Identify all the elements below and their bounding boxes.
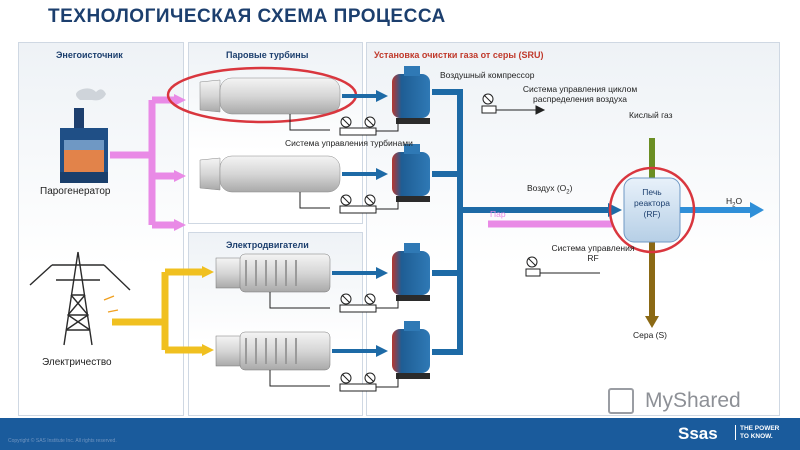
electricity-label: Электричество [42,357,112,368]
air-o2-close: ) [569,183,573,193]
h2o-o: O [735,196,743,206]
energy-panel-title: Энегоисточник [56,50,123,60]
steam-generator-label: Парогенератор [40,186,111,197]
motor-control-valves [269,292,399,392]
steam-pipes [110,96,176,229]
furnace-label: Печь реактора (RF) [634,187,670,219]
steam-arrowheads [174,94,186,231]
air-o2-label: Воздух (O2) [527,183,572,196]
footer-copyright: Copyright © SAS Institute Inc. All right… [8,438,117,444]
h2o-label: H2O [726,196,742,209]
footer-bar [0,418,800,450]
turbines-panel-title: Паровые турбины [226,50,309,60]
sru-panel-title: Установка очистки газа от серы (SRU) [374,50,544,60]
electricity-pipes [112,268,204,354]
power-pylon-icon [29,251,131,346]
air-compressor-label: Воздушный компрессор [440,70,535,80]
rf-control-valve [525,256,600,277]
air-compressor-4 [392,321,430,379]
watermark-text: MyShared [645,389,741,412]
watermark-icon [608,388,634,414]
steam-generator-icon [60,88,108,183]
turbine-control-valves [289,114,399,214]
steam-label: Пар [490,209,506,219]
steam-turbine-2 [199,155,341,193]
steam-turbine-1 [199,77,341,115]
h2o-h: H [726,196,733,206]
h2o-arrowhead [750,202,764,218]
h2o-subscript: 2 [732,202,736,209]
o2-subscript: 2 [566,189,570,196]
sas-logo: Ssas [678,424,718,443]
rf-control-label: Система управления RF [551,243,635,263]
air-control-label: Система управления циклом распределения … [522,84,638,104]
energy-panel [18,42,184,416]
air-manifold [432,89,463,355]
air-control-valve [481,93,546,115]
drive-shafts [332,94,378,353]
electricity-arrowheads [202,266,214,356]
sulfur-label: Сера (S) [633,330,668,340]
furnace-highlight-circle [608,166,696,254]
air-compressor-1 [392,66,430,124]
motors-panel-title: Электродвигатели [226,240,309,250]
air-compressor-2 [392,144,430,202]
acid-gas-label: Кислый газ [629,110,673,120]
air-compressor-3 [392,243,430,301]
shaft-arrowheads [376,90,388,357]
process-diagram [29,66,764,392]
sulfur-arrowhead [645,316,659,328]
page-title: ТЕХНОЛОГИЧЕСКАЯ СХЕМА ПРОЦЕССА [48,6,446,27]
electric-motor-2 [215,331,331,371]
electric-motor-1 [215,253,331,293]
air-o2-text: Воздух (O [527,183,567,193]
air-arrowhead [608,203,622,217]
sas-tagline: THE POWER TO KNOW. [735,425,790,440]
turbine-control-label: Система управления турбинами [285,138,413,148]
